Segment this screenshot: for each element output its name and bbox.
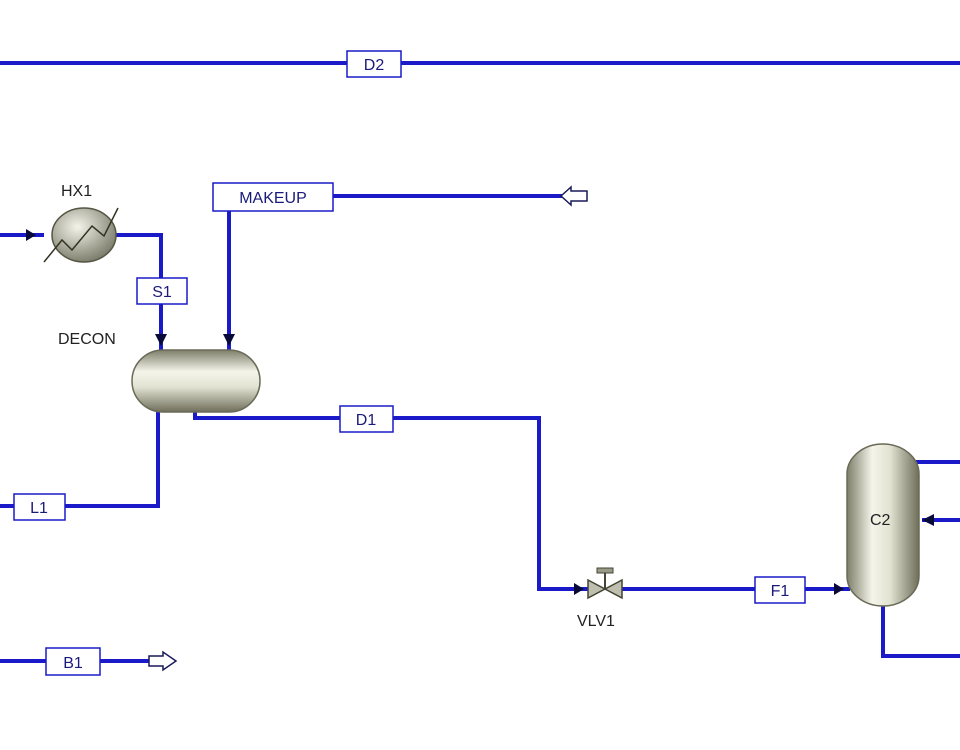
svg-text:F1: F1 [771, 583, 790, 600]
decanter-decon-icon[interactable] [131, 349, 261, 413]
stream-l1[interactable] [0, 408, 160, 508]
c2-label: C2 [870, 512, 891, 529]
column-c2-icon[interactable] [846, 443, 920, 607]
stream-c2-bottom[interactable] [881, 602, 960, 658]
decon-label: DECON [58, 331, 116, 348]
vlv1-label: VLV1 [577, 613, 615, 630]
valve-vlv1-icon[interactable] [587, 567, 623, 600]
stream-tag-s1[interactable]: S1 [136, 277, 188, 305]
svg-text:S1: S1 [152, 284, 172, 301]
stream-tag-d2[interactable]: D2 [346, 50, 402, 78]
stream-d1[interactable] [193, 408, 592, 595]
stream-tag-makeup[interactable]: MAKEUP [212, 182, 334, 212]
svg-text:B1: B1 [63, 655, 83, 672]
svg-text:L1: L1 [30, 500, 48, 517]
stream-makeup[interactable] [223, 194, 565, 352]
hx1-label: HX1 [61, 183, 92, 200]
stream-tag-l1[interactable]: L1 [13, 493, 66, 521]
makeup-feed-arrow-icon[interactable] [559, 185, 588, 207]
svg-text:D2: D2 [364, 57, 385, 74]
stream-tag-f1[interactable]: F1 [754, 576, 806, 604]
b1-product-arrow-icon[interactable] [148, 650, 178, 672]
stream-hx1-feed[interactable] [0, 229, 44, 241]
stream-f1[interactable] [618, 583, 850, 595]
svg-text:MAKEUP: MAKEUP [239, 190, 307, 207]
stream-c2-reflux[interactable] [922, 514, 960, 526]
stream-tag-b1[interactable]: B1 [45, 647, 101, 676]
stream-tag-d1[interactable]: D1 [339, 405, 394, 433]
heat-exchanger-hx1-icon[interactable] [43, 207, 119, 263]
svg-text:D1: D1 [356, 412, 377, 429]
stream-s1[interactable] [113, 233, 167, 352]
